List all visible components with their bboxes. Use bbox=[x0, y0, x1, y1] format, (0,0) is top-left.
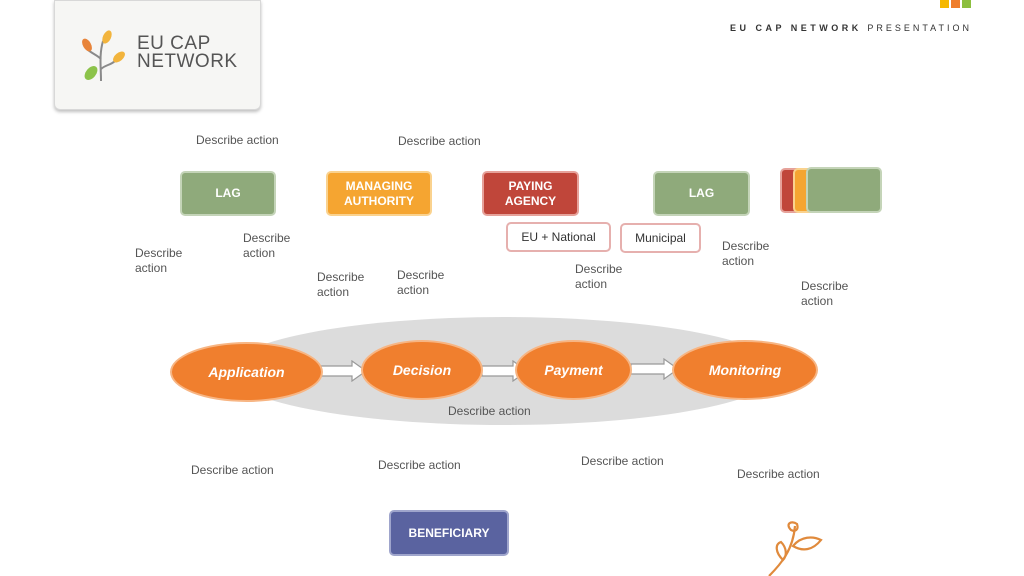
paying-agency-line-1: PAYING bbox=[508, 178, 553, 193]
sprout-logo-icon bbox=[82, 30, 125, 82]
managing-authority-box: MANAGING AUTHORITY bbox=[326, 171, 432, 216]
eu-national-pill: EU + National bbox=[506, 222, 611, 252]
label-mid-3-line-1: Describe bbox=[317, 270, 365, 284]
label-top-2: Describe action bbox=[398, 134, 481, 148]
label-mid-1-line-2: action bbox=[135, 261, 168, 275]
label-mid-2-line-1: Describe bbox=[243, 231, 291, 245]
header-subtitle: PRESENTATION bbox=[867, 23, 972, 33]
label-mid-7-line-2: action bbox=[801, 294, 834, 308]
municipal-pill: Municipal bbox=[620, 223, 701, 253]
label-bottom-1: Describe action bbox=[191, 463, 274, 477]
process-step-application: Application bbox=[170, 342, 323, 402]
presentation-header: EU CAP NETWORK PRESENTATION bbox=[730, 23, 972, 33]
label-mid-2-line-2: action bbox=[243, 246, 276, 260]
process-step-monitoring: Monitoring bbox=[672, 340, 818, 400]
label-mid-5-line-1: Describe bbox=[575, 262, 623, 276]
process-step-decision: Decision bbox=[361, 340, 483, 400]
label-mid-5: Describe action bbox=[575, 262, 622, 292]
label-center: Describe action bbox=[448, 404, 531, 418]
arrow-right-icon bbox=[630, 358, 680, 380]
logo-line-2: NETWORK bbox=[137, 51, 238, 72]
label-mid-7-line-1: Describe bbox=[801, 279, 849, 293]
label-mid-4-line-2: action bbox=[397, 283, 430, 297]
arrow-right-icon bbox=[320, 360, 368, 382]
header-brand: EU CAP NETWORK bbox=[729, 23, 862, 33]
label-mid-1: Describe action bbox=[135, 246, 182, 276]
managing-authority-line-1: MANAGING bbox=[345, 178, 413, 193]
lag-box-right: LAG bbox=[653, 171, 750, 216]
label-mid-6: Describe action bbox=[722, 239, 769, 269]
label-mid-1-line-1: Describe bbox=[135, 246, 183, 260]
corner-square-yellow bbox=[940, 0, 949, 8]
label-mid-3: Describe action bbox=[317, 270, 364, 300]
label-top-1: Describe action bbox=[196, 133, 279, 147]
corner-square-orange bbox=[951, 0, 960, 8]
managing-authority-line-2: AUTHORITY bbox=[344, 193, 414, 208]
label-mid-7: Describe action bbox=[801, 279, 848, 309]
label-mid-3-line-2: action bbox=[317, 285, 350, 299]
label-mid-4-line-1: Describe bbox=[397, 268, 445, 282]
lag-box-left: LAG bbox=[180, 171, 276, 216]
label-mid-4: Describe action bbox=[397, 268, 444, 298]
stacked-card-green bbox=[806, 167, 882, 213]
sprout-decoration-icon bbox=[768, 521, 823, 576]
process-step-payment: Payment bbox=[515, 340, 632, 400]
label-bottom-2: Describe action bbox=[378, 458, 461, 472]
paying-agency-line-2: AGENCY bbox=[504, 193, 557, 208]
corner-square-green bbox=[962, 0, 971, 8]
label-mid-6-line-2: action bbox=[722, 254, 755, 268]
logo-card: EU CAP NETWORK bbox=[54, 0, 261, 110]
label-mid-2: Describe action bbox=[243, 231, 290, 261]
logo-line-1: EU CAP bbox=[137, 33, 211, 54]
paying-agency-box: PAYING AGENCY bbox=[482, 171, 579, 216]
label-mid-6-line-1: Describe bbox=[722, 239, 770, 253]
label-bottom-3: Describe action bbox=[581, 454, 664, 468]
label-bottom-4: Describe action bbox=[737, 467, 820, 481]
label-mid-5-line-2: action bbox=[575, 277, 608, 291]
beneficiary-box: BENEFICIARY bbox=[389, 510, 509, 556]
